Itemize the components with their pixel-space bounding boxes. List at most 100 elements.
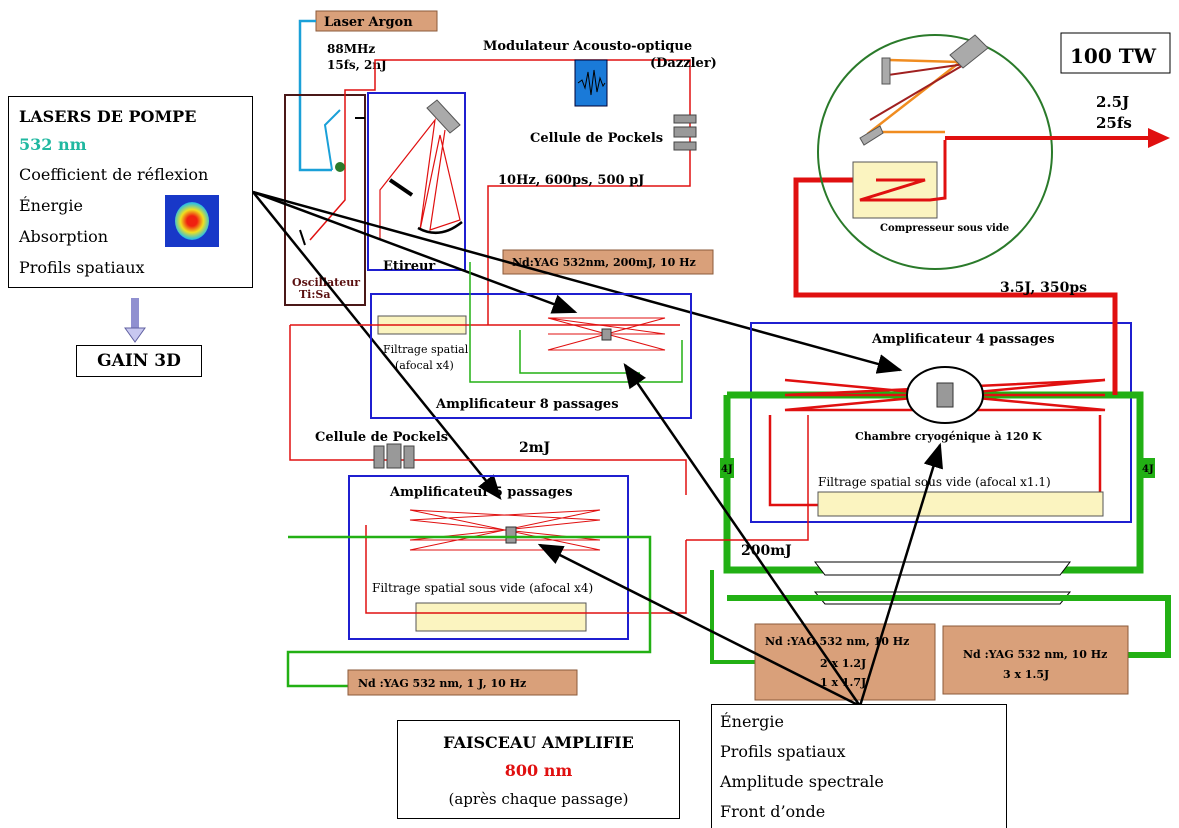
measure-box: Énergie Profils spatiaux Amplitude spect… [711,704,1007,828]
compressor-grating-3 [859,125,884,146]
amp4-out-beam [793,177,1118,395]
amp4-filter-rail [817,491,1104,517]
compressor-label: Compresseur sous vide [880,223,1009,234]
osc-mirror [299,229,306,246]
pulse-10hz: 10Hz, 600ps, 500 pJ [498,173,644,188]
pump-item-reflection: Coefficient de réflexion [19,165,209,184]
dazzler-box [574,59,608,107]
lower-pump-2 [727,595,1171,658]
label-4j-right: 4J [1142,464,1154,475]
energy-3-5j: 3.5J, 350ps [1000,280,1087,296]
measure-arrow-2 [537,543,861,708]
beam-wavelength: 800 nm [504,761,573,780]
dazzler-waveform [577,69,606,96]
amp8-box [370,293,692,419]
output-duration: 25fs [1096,114,1132,132]
stretcher-lens [388,178,414,197]
gain-label: GAIN 3D [97,351,181,371]
osc-freq: 88MHz [327,42,375,56]
power-label: 100 TW [1070,44,1157,68]
amp4-label: Amplificateur 4 passages [871,332,1055,347]
amp4-filter-label: Filtrage spatial sous vide (afocal x1.1) [818,475,1051,489]
osc-crystal [335,162,345,172]
pockels2-label: Cellule de Pockels [315,430,448,445]
energy-2mj: 2mJ [519,440,551,456]
amp5-multipass [409,509,601,551]
lower-pump [710,570,755,664]
amp5-box [348,475,629,640]
beam-box: FAISCEAU AMPLIFIE 800 nm (après chaque p… [397,720,680,819]
pump-wavelength: 532 nm [19,135,87,154]
compressor-beams-orange [866,58,964,134]
measure-item-wavefront: Front d’onde [720,802,826,821]
label-4j-left: 4J [721,464,733,475]
amp5-pump [286,535,652,688]
laser-argon-label: Laser Argon [324,15,413,30]
measure-item-spectrum: Amplitude spectrale [720,772,884,791]
osc-pulse: 15fs, 2nJ [327,58,387,72]
beam-note: (après chaque passage) [448,790,629,808]
amp8-beam [289,325,687,495]
amp5-filter-label: Filtrage spatial sous vide (afocal x4) [372,581,593,595]
amp8-pump-2 [519,330,640,374]
pump-title: LASERS DE POMPE [19,107,197,126]
stretcher-label: Etireur [383,259,435,274]
energy-200mj: 200mJ [741,543,792,559]
pump-item-absorption: Absorption [19,227,109,246]
amp8-filter-label: Filtrage spatial [383,343,469,356]
amp5-crystal [505,526,517,544]
ndyag-a-box [754,623,936,701]
compressor-beams-red [859,140,947,202]
stretcher-mirror [417,221,463,235]
ndyag-b-label-1: Nd :YAG 532 nm, 10 Hz [963,648,1107,661]
amp8-crystal [601,328,612,341]
osc-cavity [309,89,360,241]
stretcher-out-beam [360,59,691,325]
pump-arrow-1 [252,190,578,314]
ndyag-b-label-2: 3 x 1.5J [1003,668,1049,681]
amp4-box [750,322,1132,523]
gain-arrow-head [124,327,146,343]
pockels1-cell-c [673,141,697,151]
stretcher-box [367,92,466,271]
ndyag-1j-label: Nd :YAG 532 nm, 1 J, 10 Hz [358,677,526,690]
compressor-grating-2 [881,57,891,85]
pump-arrow-2 [252,190,903,374]
label-4j-right-tag [1141,458,1155,478]
power-box [1060,32,1171,74]
amp8-multipass [547,317,666,351]
measure-arrow-3 [858,442,943,707]
pockels1-cell-b [673,126,697,138]
amp4-crystal [936,382,954,408]
pump-item-profiles: Profils spatiaux [19,258,145,277]
pockels2-cell-b [386,443,402,469]
compressor-circle [817,34,1053,270]
output-arrowhead [1148,128,1170,148]
ndyag-1j-box [347,669,578,696]
amp8-label: Amplificateur 8 passages [435,397,619,412]
label-4j-left-tag [720,458,734,478]
amp4-in-beam [686,415,809,541]
measure-item-profiles: Profils spatiaux [720,742,846,761]
amp5-filter-rail [415,602,587,632]
pump-box: LASERS DE POMPE 532 nm Coefficient de ré… [8,96,253,288]
pump-item-energy: Énergie [19,196,83,215]
beam-profile-image [165,195,219,247]
output-energy: 2.5J [1096,93,1129,111]
amp8-filter-sub: (afocal x4) [395,359,454,372]
beam-splitter-1 [813,561,1072,576]
ndyag-200mj-label: Nd:YAG 532nm, 200mJ, 10 Hz [512,256,696,269]
amp5-label: Amplificateur 5 passages [389,485,573,500]
ndyag-a-label-1: Nd :YAG 532 nm, 10 Hz [765,635,909,648]
oscillator-label-2: Ti:Sa [299,288,331,301]
measure-arrow-1 [623,362,862,707]
pump-arrow-3 [252,191,502,500]
pockels1-cell-a [673,114,697,124]
ndyag-b-box [942,625,1129,695]
pockels2-cell-c [403,445,415,469]
pockels1-label: Cellule de Pockels [530,131,663,146]
stretcher-grating [426,99,461,134]
compressor-grating-1 [949,34,989,69]
measure-item-energy: Énergie [720,712,784,731]
